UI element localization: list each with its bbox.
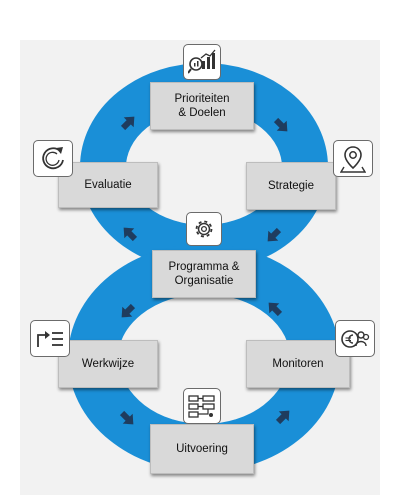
arrow-strategie-to-programma	[267, 227, 282, 242]
stage-werkwijze: Werkwijze	[58, 340, 158, 388]
workflow-icon	[183, 388, 221, 424]
gear-icon	[186, 212, 222, 246]
stage-programma-organisatie: Programma & Organisatie	[152, 250, 256, 298]
location-pin-icon	[333, 140, 373, 177]
refresh-cycle-icon	[33, 140, 73, 177]
stage-evaluatie: Evaluatie	[58, 162, 158, 208]
process-list-icon	[30, 320, 70, 357]
arrow-programma-to-evaluatie	[123, 227, 138, 242]
stage-uitvoering: Uitvoering	[150, 424, 254, 474]
lower-hole	[120, 296, 288, 424]
arrow-programma-to-werkwijze	[121, 303, 136, 318]
arrow-prioriteiten-to-strategie	[273, 117, 288, 132]
arrow-evaluatie-to-prioriteiten	[120, 116, 135, 131]
stage-monitoren: Monitoren	[246, 340, 350, 388]
analytics-icon	[183, 44, 221, 80]
arrow-uitvoering-to-monitoren	[275, 410, 290, 425]
arrow-werkwijze-to-uitvoering	[119, 410, 134, 425]
arrow-monitoren-to-programma	[268, 302, 283, 317]
stage-prioriteiten-doelen: Prioriteiten & Doelen	[150, 82, 254, 130]
upper-hole	[130, 109, 278, 225]
stage-strategie: Strategie	[246, 162, 336, 210]
euro-people-icon	[335, 320, 375, 357]
